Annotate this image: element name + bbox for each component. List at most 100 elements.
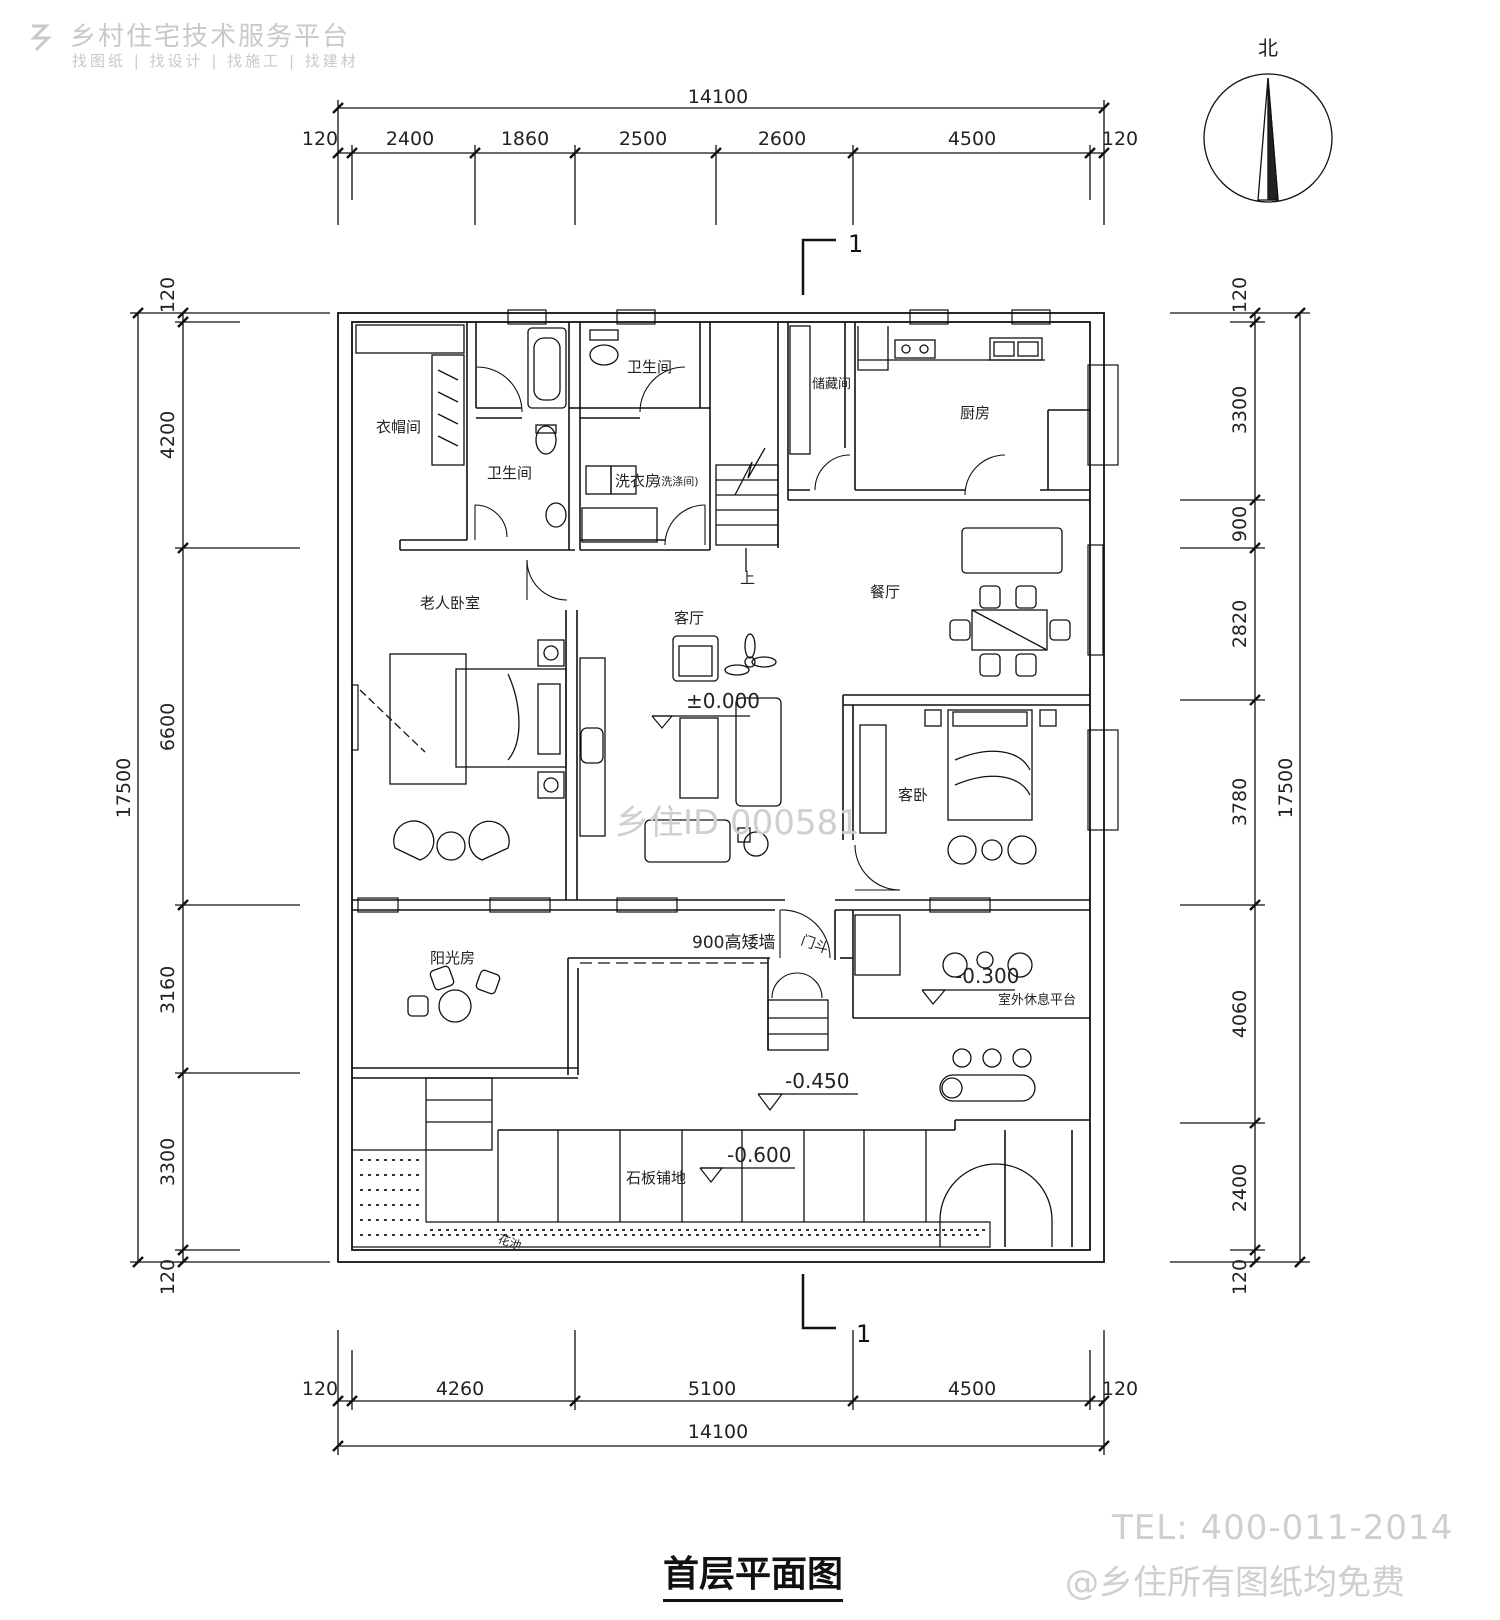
room-label-elder-bedroom: 老人卧室 bbox=[420, 594, 480, 612]
windows bbox=[351, 309, 1119, 913]
room-label-laundry-note: (洗涤间) bbox=[657, 474, 699, 488]
storage-shelves bbox=[789, 325, 811, 455]
room-label-sunroom: 阳光房 bbox=[430, 949, 475, 967]
north-arrow-icon bbox=[1203, 73, 1333, 203]
room-label-outdoor-terrace: 室外休息平台 bbox=[998, 992, 1076, 1008]
dim-left-seg: 4200 bbox=[157, 411, 179, 459]
bathtub bbox=[527, 327, 567, 409]
terrace-chairs bbox=[942, 951, 1033, 978]
nightstand-guest-left bbox=[924, 709, 942, 727]
room-label-bath-1: 卫生间 bbox=[487, 464, 532, 482]
dim-top-seg: 120 bbox=[302, 128, 338, 150]
left-dimension-lines bbox=[130, 307, 330, 1268]
dim-bottom-seg: 120 bbox=[1102, 1378, 1138, 1400]
tv-cabinet bbox=[579, 657, 606, 837]
elevation-ground: ±0.000 bbox=[686, 689, 760, 713]
dim-top-seg: 1860 bbox=[501, 128, 549, 150]
room-label-living: 客厅 bbox=[674, 609, 704, 627]
elevation-terrace: -0.300 bbox=[955, 964, 1019, 988]
ceiling-fan-icon bbox=[724, 633, 777, 676]
section-mark-top-label: 1 bbox=[848, 230, 863, 258]
dim-right-seg: 900 bbox=[1229, 506, 1251, 542]
kitchen-counter bbox=[857, 326, 1045, 371]
section-mark-top-icon bbox=[801, 238, 836, 295]
right-dimension-lines bbox=[1170, 307, 1310, 1268]
dim-top-seg: 2500 bbox=[619, 128, 667, 150]
dim-bottom-seg: 4260 bbox=[436, 1378, 484, 1400]
dim-left-total: 17500 bbox=[113, 758, 135, 818]
dim-left-seg: 6600 bbox=[157, 703, 179, 751]
room-label-stone-paving: 石板铺地 bbox=[626, 1169, 686, 1187]
dim-right-seg: 120 bbox=[1229, 277, 1251, 313]
dim-bottom-seg: 4500 bbox=[948, 1378, 996, 1400]
dim-left-seg: 3160 bbox=[157, 966, 179, 1014]
chairs-guest bbox=[947, 835, 1037, 865]
closet-racks bbox=[355, 324, 465, 466]
dining-table bbox=[949, 585, 1071, 677]
watermark-tel: TEL: 400-011-2014 bbox=[1112, 1508, 1454, 1548]
elevation-markers bbox=[651, 715, 1015, 1183]
sink-1 bbox=[545, 502, 567, 528]
dim-left-seg: 3300 bbox=[157, 1138, 179, 1186]
top-dimension-lines bbox=[332, 100, 1110, 225]
bed-guest bbox=[947, 709, 1033, 821]
elevation-paving: -0.600 bbox=[727, 1143, 791, 1167]
platform-services: 找图纸 | 找设计 | 找施工 | 找建材 bbox=[72, 52, 359, 70]
toilet-1 bbox=[535, 424, 557, 455]
room-label-bath-2: 卫生间 bbox=[627, 358, 672, 376]
dim-right-seg: 2400 bbox=[1229, 1164, 1251, 1212]
dim-right-seg: 4060 bbox=[1229, 990, 1251, 1038]
section-mark-bottom-icon bbox=[801, 1274, 836, 1330]
watermark-free-note: @乡住所有图纸均免费 bbox=[1065, 1563, 1405, 1603]
dim-right-total: 17500 bbox=[1275, 758, 1297, 818]
room-label-dining: 餐厅 bbox=[870, 583, 900, 601]
label-low-wall: 900高矮墙 bbox=[692, 933, 775, 953]
dining-sideboard bbox=[961, 527, 1063, 574]
sofa-bottom bbox=[644, 819, 731, 863]
label-stair-up: 上 bbox=[740, 569, 755, 587]
toilet-2 bbox=[589, 329, 619, 366]
dim-top-seg: 120 bbox=[1102, 128, 1138, 150]
sofa-right bbox=[735, 697, 782, 807]
arched-gate bbox=[939, 1163, 1053, 1247]
washer bbox=[585, 465, 637, 495]
laundry-counter bbox=[581, 507, 658, 543]
armchair-top bbox=[672, 635, 719, 682]
doors bbox=[474, 366, 1006, 999]
lounge-chairs-elder bbox=[393, 820, 510, 861]
room-label-kitchen: 厨房 bbox=[960, 404, 990, 422]
dim-bottom-total: 14100 bbox=[688, 1421, 748, 1443]
bottom-dimension-lines bbox=[332, 1330, 1110, 1455]
drawing-title: 首层平面图 bbox=[663, 1545, 844, 1602]
dim-left-seg: 120 bbox=[157, 277, 179, 313]
nightstand-elder-top bbox=[537, 639, 565, 667]
north-label: 北 bbox=[1258, 36, 1278, 60]
nightstand-guest-right bbox=[1039, 709, 1057, 727]
platform-name: 乡村住宅技术服务平台 bbox=[70, 22, 351, 52]
dim-top-seg: 2600 bbox=[758, 128, 806, 150]
porch-steps bbox=[767, 999, 829, 1051]
dim-left-seg: 120 bbox=[157, 1259, 179, 1295]
dim-top-total: 14100 bbox=[688, 86, 748, 108]
side-table-plant bbox=[737, 827, 769, 857]
platform-logo-icon bbox=[30, 24, 52, 52]
dim-right-seg: 120 bbox=[1229, 1259, 1251, 1295]
room-label-laundry: 洗衣房 bbox=[615, 472, 660, 490]
interior-walls bbox=[352, 322, 1090, 1247]
dim-top-seg: 2400 bbox=[386, 128, 434, 150]
room-label-closet: 衣帽间 bbox=[376, 418, 421, 436]
dim-right-seg: 3300 bbox=[1229, 386, 1251, 434]
flower-bed bbox=[352, 1149, 991, 1248]
stone-paving-grid bbox=[497, 1130, 927, 1222]
coffee-table bbox=[679, 717, 719, 799]
dim-bottom-seg: 120 bbox=[302, 1378, 338, 1400]
dim-bottom-seg: 5100 bbox=[688, 1378, 736, 1400]
sunroom-steps bbox=[425, 1077, 493, 1151]
dim-right-seg: 3780 bbox=[1229, 778, 1251, 826]
room-label-guest-bedroom: 客卧 bbox=[898, 786, 928, 804]
wardrobe-guest bbox=[859, 724, 887, 834]
nightstand-elder-bottom bbox=[537, 771, 565, 799]
dim-top-seg: 4500 bbox=[948, 128, 996, 150]
dim-right-seg: 2820 bbox=[1229, 600, 1251, 648]
